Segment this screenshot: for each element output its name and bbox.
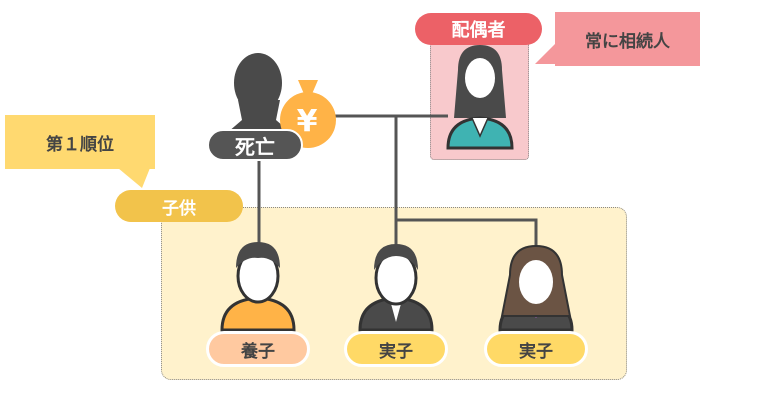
spouse-person-icon <box>446 45 514 150</box>
spouse-callout-tail <box>535 44 555 64</box>
biological-daughter-icon <box>498 244 574 332</box>
yen-symbol: ¥ <box>297 104 318 139</box>
biological-son-icon <box>358 244 434 332</box>
rank-callout-tail <box>118 168 150 188</box>
deceased-person-icon <box>228 53 290 132</box>
children-label: 子供 <box>115 190 243 222</box>
line-to-child-3 <box>396 218 538 248</box>
rank-callout: 第１順位 <box>5 115 155 169</box>
spouse-label: 配偶者 <box>415 13 542 45</box>
relationship-lines <box>257 114 538 248</box>
child-label-adopted: 養子 <box>206 331 310 367</box>
spouse-callout: 常に相続人 <box>555 12 700 66</box>
child-label-biological-daughter: 実子 <box>484 331 588 367</box>
deceased-label: 死亡 <box>207 129 303 161</box>
adopted-child-icon <box>220 242 296 332</box>
child-label-biological-son: 実子 <box>344 331 448 367</box>
